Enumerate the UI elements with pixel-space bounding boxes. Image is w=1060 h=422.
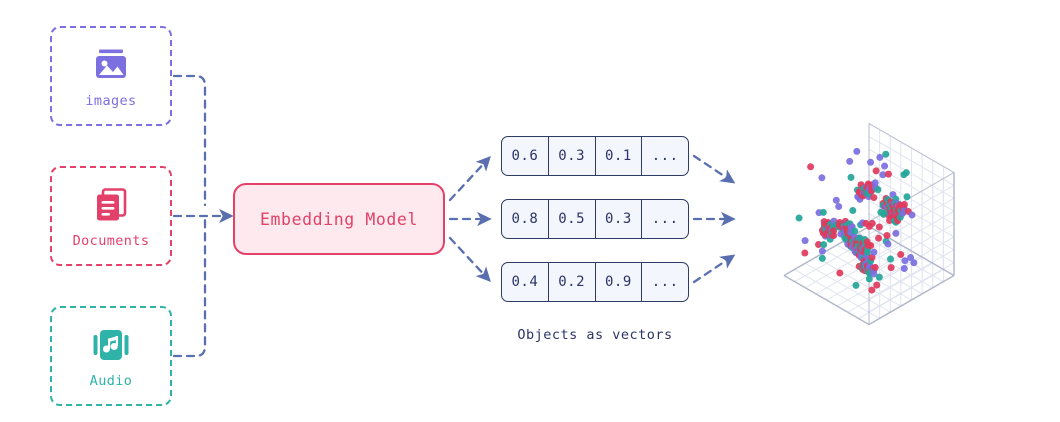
arrow-model-to-vector-1 — [448, 155, 491, 202]
vector-cell: ... — [651, 148, 679, 164]
source-label-audio: Audio — [89, 372, 133, 389]
source-box-documents[interactable]: Documents — [50, 166, 172, 266]
source-label-documents: Documents — [72, 232, 150, 249]
image-icon — [96, 49, 126, 78]
arrow-audio-to-bus — [172, 214, 207, 358]
embedding-model-label: Embedding Model — [259, 209, 418, 229]
arrow-vector-3-to-space — [692, 254, 736, 284]
vector-cell: 0.5 — [549, 200, 596, 238]
documents-icon — [97, 187, 127, 221]
arrow-vector-1-to-space — [692, 154, 736, 184]
vector-cell: 0.6 — [502, 137, 549, 175]
vectors-caption: Objects as vectors — [517, 327, 673, 343]
arrow-model-to-vector-3 — [448, 236, 491, 283]
source-box-audio[interactable]: Audio — [50, 306, 172, 406]
vector-cell: 0.3 — [549, 137, 596, 175]
vector-space-cube — [783, 122, 955, 326]
source-box-images[interactable]: images — [50, 26, 172, 126]
embedding-model-box[interactable]: Embedding Model — [233, 183, 445, 255]
vector-cell: 0.3 — [596, 200, 643, 238]
vector-row-1: 0.6 0.3 0.1 ... — [501, 136, 689, 176]
vector-row-3: 0.4 0.2 0.9 ... — [501, 262, 689, 302]
vector-cell: 0.2 — [549, 263, 596, 301]
vector-cell: 0.9 — [596, 263, 643, 301]
vector-cell: ... — [651, 211, 679, 227]
source-label-images: images — [85, 92, 137, 109]
vector-cell: 0.4 — [502, 263, 549, 301]
vector-cell: 0.8 — [502, 200, 549, 238]
vector-cell: 0.1 — [596, 137, 643, 175]
vector-cell: ... — [651, 274, 679, 290]
audio-icon — [93, 329, 129, 360]
vector-row-2: 0.8 0.5 0.3 ... — [501, 199, 689, 239]
arrow-images-to-bus — [172, 74, 207, 207]
